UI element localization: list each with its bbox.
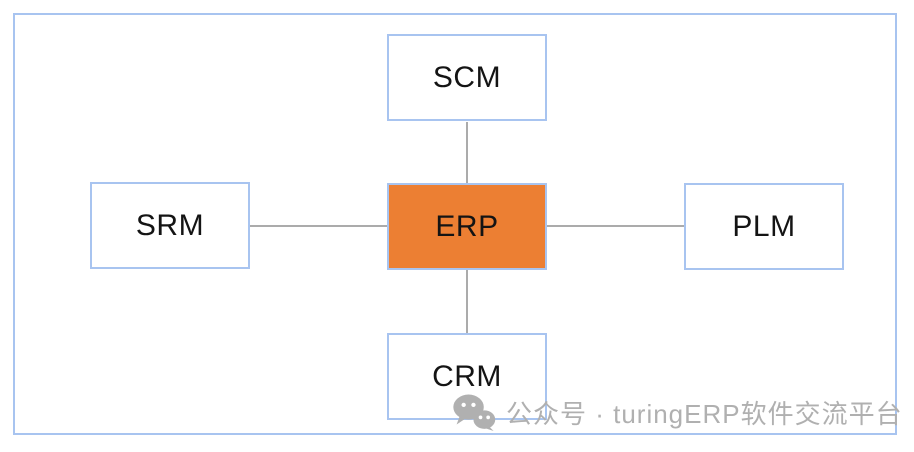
node-srm: SRM	[90, 182, 250, 269]
wechat-icon	[453, 394, 496, 431]
node-erp-label: ERP	[435, 209, 499, 243]
node-scm: SCM	[387, 34, 547, 121]
connector-erp-crm	[466, 270, 468, 333]
connector-srm-erp	[250, 225, 387, 227]
watermark-text: 公众号 · turingERP软件交流平台	[506, 399, 903, 429]
node-crm-label: CRM	[432, 359, 502, 393]
node-scm-label: SCM	[432, 60, 502, 94]
watermark: 公众号 · turingERP软件交流平台	[452, 394, 903, 431]
connector-erp-plm	[547, 225, 684, 227]
connector-scm-erp	[466, 122, 468, 183]
node-plm-label: PLM	[732, 209, 796, 243]
node-erp: ERP	[387, 183, 547, 270]
node-srm-label: SRM	[135, 208, 205, 242]
node-plm: PLM	[684, 183, 844, 270]
outer-border	[13, 13, 897, 435]
